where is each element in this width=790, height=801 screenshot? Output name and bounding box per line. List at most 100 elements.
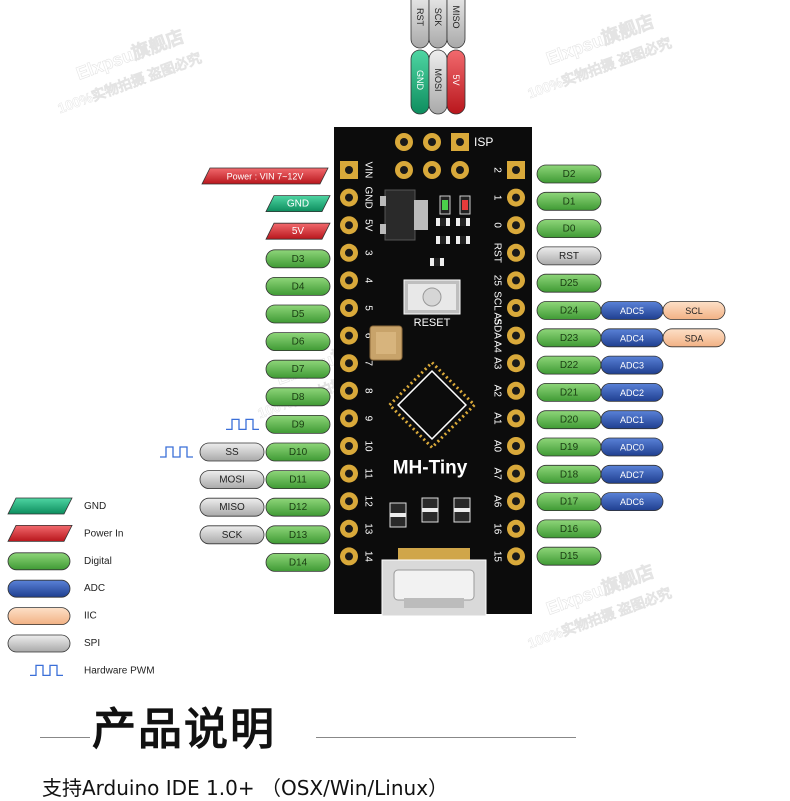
right-label-5-iic: SCL bbox=[662, 301, 726, 320]
left-label-9: D9 bbox=[265, 414, 331, 434]
left-silk-3: 3 bbox=[363, 250, 374, 256]
isp-bottom-label-1: MOSI bbox=[433, 68, 443, 91]
right-label-11-label: D18 bbox=[560, 469, 579, 480]
left-label-4-shape bbox=[265, 276, 331, 296]
board-name: MH-Tiny bbox=[393, 458, 468, 479]
right-label-9-adc-shape bbox=[600, 410, 664, 430]
right-label-10: D19 bbox=[536, 437, 602, 457]
right-label-0-label: D2 bbox=[563, 169, 576, 180]
smd-part-body-4 bbox=[434, 258, 440, 266]
left-pad-5-hole bbox=[345, 304, 353, 312]
left-label-11-shape bbox=[265, 470, 331, 490]
right-label-11-adc-label: ADC7 bbox=[620, 470, 644, 480]
right-label-10-adc-label: ADC0 bbox=[620, 443, 644, 453]
left-label-10: D10 bbox=[265, 442, 331, 462]
left-label-10-shape bbox=[265, 442, 331, 462]
regulator-tab bbox=[414, 200, 428, 230]
legend-item-5-swatch bbox=[7, 634, 71, 653]
left-pad-2-hole bbox=[345, 221, 353, 230]
right-label-8-adc: ADC2 bbox=[600, 382, 664, 402]
right-pad-14-hole bbox=[512, 552, 520, 561]
right-label-12-adc-shape bbox=[600, 492, 664, 512]
left-silk-14: 14 bbox=[363, 551, 374, 563]
right-silk-3: RST bbox=[492, 243, 503, 263]
right-pad-13-hole bbox=[512, 524, 520, 533]
right-silk-14: 15 bbox=[492, 551, 503, 563]
isp-pad-row2-1-hole bbox=[428, 166, 436, 174]
right-label-12-adc-label: ADC6 bbox=[620, 497, 644, 507]
smd-part-body-2 bbox=[440, 236, 446, 244]
isp-top-label-2: MISO bbox=[451, 5, 461, 28]
left-silk-7: 7 bbox=[363, 360, 374, 366]
left-label-12-spi: MISO bbox=[199, 497, 265, 517]
isp-bottom-label-2: 5V bbox=[451, 74, 461, 85]
right-label-5-iic-shape bbox=[662, 301, 726, 320]
left-label-4-label: D4 bbox=[292, 281, 305, 292]
right-label-5-adc: ADC5 bbox=[600, 301, 664, 320]
left-pad-10-hole bbox=[345, 442, 353, 450]
reset-button-knob bbox=[422, 287, 442, 307]
right-label-3-label: RST bbox=[559, 251, 579, 262]
left-label-3-label: D3 bbox=[292, 254, 305, 265]
left-pad-7-hole bbox=[345, 359, 353, 368]
right-pad-12-hole bbox=[512, 497, 520, 506]
right-label-14: D15 bbox=[536, 546, 602, 566]
isp-top-label-1: SCK bbox=[433, 8, 443, 27]
left-label-1-shape bbox=[265, 195, 331, 213]
right-silk-2: 0 bbox=[492, 222, 503, 228]
left-label-12: D12 bbox=[265, 497, 331, 517]
left-silk-6: 6 bbox=[363, 333, 374, 339]
right-silk-12: A6 bbox=[492, 495, 503, 508]
diode-band-0 bbox=[390, 513, 406, 517]
left-label-0-shape bbox=[201, 167, 329, 185]
right-pad-5-hole bbox=[512, 304, 520, 312]
right-label-8-adc-label: ADC2 bbox=[620, 388, 644, 398]
left-silk-10: 10 bbox=[363, 440, 374, 452]
right-label-0-shape bbox=[536, 164, 602, 184]
left-label-11-label: D11 bbox=[289, 475, 307, 486]
right-label-6: D23 bbox=[536, 328, 602, 348]
micro-usb-opening bbox=[393, 569, 475, 601]
crystal-top bbox=[376, 332, 396, 354]
left-label-2-shape bbox=[265, 222, 331, 240]
isp-pad-1-hole bbox=[428, 138, 436, 146]
left-pin-labels: Power : VIN 7~12VGND5VD3D4D5D6D7D8D9D10S… bbox=[160, 167, 331, 572]
legend-item-1-label: Power In bbox=[84, 528, 123, 539]
smd-part-body-1 bbox=[460, 218, 466, 226]
right-label-10-adc: ADC0 bbox=[600, 437, 664, 457]
legend-item-1-swatch bbox=[7, 525, 73, 542]
right-pad-0-hole bbox=[512, 166, 520, 174]
right-pad-2-hole bbox=[512, 221, 520, 230]
right-silk-4: 25 bbox=[492, 275, 503, 287]
smd-part-body-3 bbox=[460, 236, 466, 244]
right-label-5: D24 bbox=[536, 301, 602, 320]
right-silk-6: SDA A4 bbox=[492, 318, 503, 353]
right-label-1-shape bbox=[536, 191, 602, 211]
left-silk-0: VIN bbox=[363, 162, 374, 179]
left-label-10-spi: SS bbox=[199, 442, 265, 462]
right-label-12-label: D17 bbox=[560, 497, 579, 508]
legend-item-0-label: GND bbox=[84, 501, 106, 512]
section-title: 产品说明 bbox=[92, 704, 276, 755]
left-label-9-label: D9 bbox=[292, 419, 305, 430]
left-label-3: D3 bbox=[265, 249, 331, 269]
left-pad-13-hole bbox=[345, 524, 353, 533]
left-label-8: D8 bbox=[265, 387, 331, 407]
isp-top-tag-2 bbox=[446, 0, 466, 49]
left-label-13-spi-shape bbox=[199, 525, 265, 545]
left-label-6-shape bbox=[265, 332, 331, 352]
isp-bottom-tag-2 bbox=[446, 49, 466, 115]
right-label-11-adc-shape bbox=[600, 464, 664, 484]
left-label-10-spi-label: SS bbox=[225, 447, 239, 458]
left-label-4: D4 bbox=[265, 276, 331, 296]
right-silk-7: A3 bbox=[492, 357, 503, 370]
right-label-2: D0 bbox=[536, 219, 602, 239]
left-label-10-pwm-icon bbox=[160, 446, 193, 458]
left-label-10-label: D10 bbox=[289, 447, 308, 458]
left-label-12-spi-shape bbox=[199, 497, 265, 517]
legend-item-0-swatch-shape bbox=[7, 497, 73, 515]
left-pad-11-hole bbox=[345, 469, 353, 478]
